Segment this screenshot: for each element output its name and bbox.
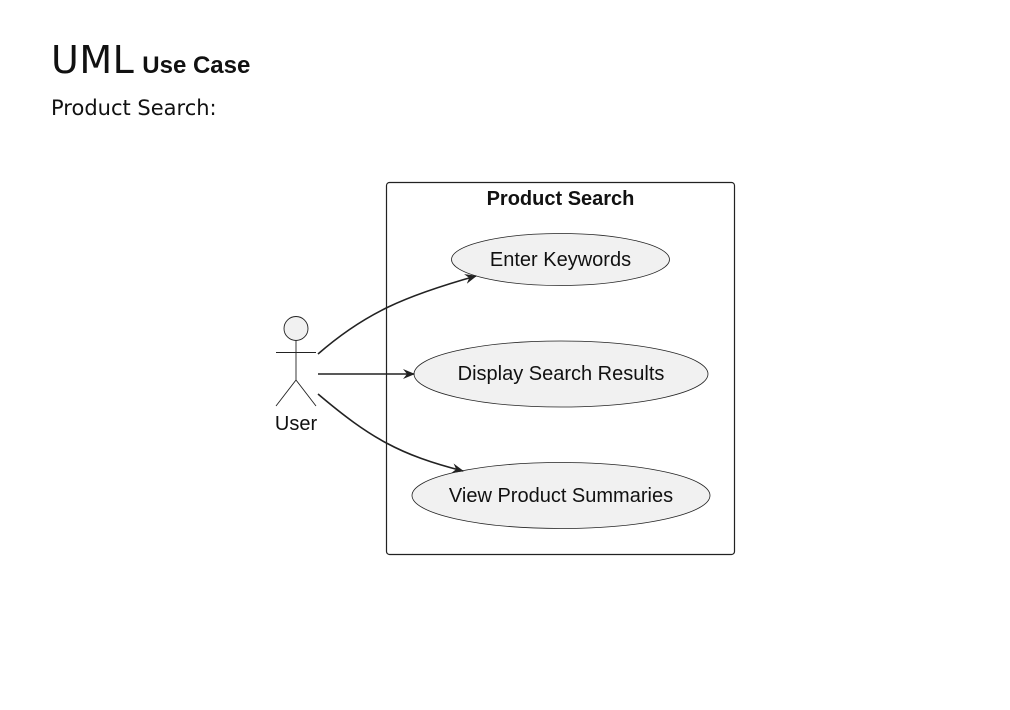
page-title: UML Use Case — [51, 38, 250, 82]
title-subtitle: Use Case — [142, 52, 251, 79]
section-label: Product Search: — [51, 96, 217, 120]
system-boundary-label: Product Search — [487, 188, 635, 210]
actor-right-leg — [295, 379, 317, 407]
use-case-ellipse[interactable] — [411, 462, 711, 529]
actor-left-leg — [275, 379, 297, 407]
use-case-ellipse[interactable] — [451, 233, 670, 286]
use-case-display-search-results[interactable]: Display Search Results — [413, 340, 709, 408]
use-case-view-product-summaries[interactable]: View Product Summaries — [411, 462, 711, 529]
use-case-label: Display Search Results — [458, 363, 665, 385]
title-main: UML — [51, 38, 135, 82]
association-arrow-view-product-summaries — [317, 393, 464, 474]
actor-user[interactable]: User — [275, 316, 318, 436]
use-case-label: View Product Summaries — [449, 485, 673, 507]
association-arrow-enter-keywords — [317, 274, 477, 355]
stick-figure-icon — [275, 316, 317, 407]
actor-label: User — [275, 413, 318, 435]
actor-head — [283, 316, 309, 341]
use-case-enter-keywords[interactable]: Enter Keywords — [451, 233, 670, 286]
use-case-label: Enter Keywords — [490, 249, 631, 271]
